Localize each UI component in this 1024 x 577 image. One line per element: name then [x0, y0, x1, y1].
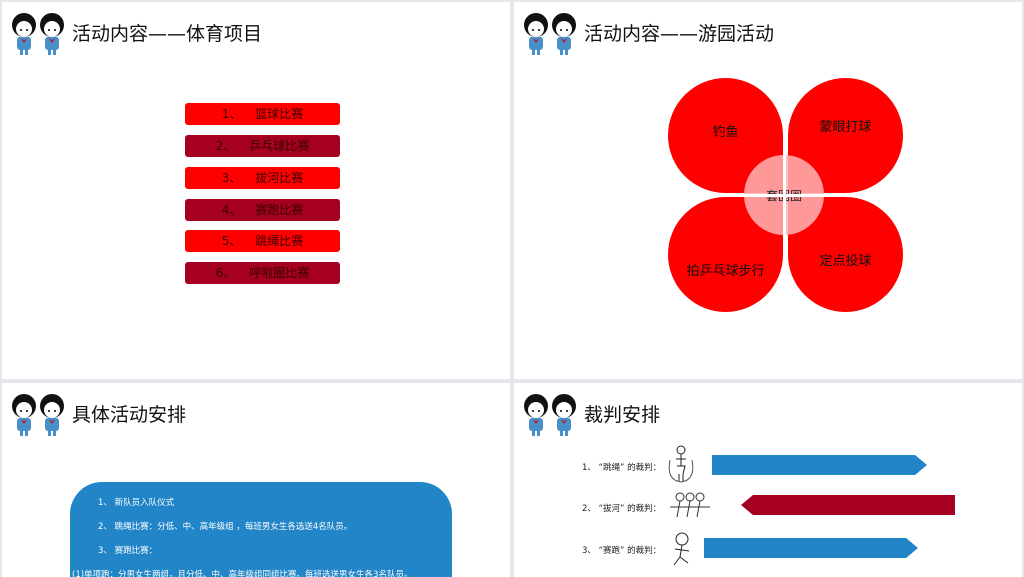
runner-figure-icon: [673, 532, 690, 566]
petal-fishing: 钓鱼: [668, 78, 783, 193]
judge-label: 3、 “赛跑” 的裁判：: [582, 546, 662, 556]
slide-title: 具体活动安排: [72, 404, 187, 426]
sport-item[interactable]: 6、 呼啦圈比赛: [185, 262, 340, 284]
judge-label: 1、 “跳绳” 的裁判：: [582, 463, 662, 473]
mascot-kids-icon: [523, 12, 577, 56]
tug-of-war-figure-icon: [670, 492, 710, 518]
schedule-line: 1、 新队员入队仪式: [98, 498, 175, 508]
referee-arrow-left: [741, 495, 955, 515]
slide-title: 裁判安排: [584, 404, 661, 426]
sport-item[interactable]: 5、 跳绳比赛: [185, 230, 340, 252]
judge-label: 2、 “拔河” 的裁判：: [582, 504, 662, 514]
sport-item[interactable]: 4、 赛跑比赛: [185, 199, 340, 221]
divider: [783, 74, 786, 319]
petal-label: 定点投球: [819, 254, 872, 269]
referee-arrow-right: [712, 455, 927, 475]
slide-schedule: 具体活动安排 1、 新队员入队仪式 2、 跳绳比赛：分低、中、高年级组 ，每班男…: [2, 383, 510, 577]
slide-referees: 裁判安排 1、 “跳绳” 的裁判： 2、 “拔河” 的裁判： 3、 “赛跑” 的…: [514, 383, 1022, 577]
mascot-kids-icon: [11, 393, 65, 437]
slide-sports: 活动内容——体育项目 1、 篮球比赛 2、 乒乓球比赛 3、 拔河比赛 4、 赛…: [2, 2, 510, 379]
mascot-kids-icon: [523, 393, 577, 437]
slide-garden: 活动内容——游园活动 钓鱼 蒙眼打球 拍乒乓球步行 定点投球 套圈圈: [514, 2, 1022, 379]
jump-rope-figure-icon: [668, 445, 694, 483]
sport-item[interactable]: 2、 乒乓球比赛: [185, 135, 340, 157]
schedule-line: 3、 赛跑比赛：: [98, 546, 158, 556]
petal-pingpong-walk: 拍乒乓球步行: [668, 197, 783, 312]
petal-label: 钓鱼: [712, 125, 739, 140]
slide-title: 活动内容——游园活动: [584, 23, 775, 45]
petal-label: 蒙眼打球: [819, 120, 872, 135]
slide-title: 活动内容——体育项目: [72, 23, 263, 45]
mascot-kids-icon: [11, 12, 65, 56]
sport-item[interactable]: 3、 拔河比赛: [185, 167, 340, 189]
schedule-line: 2、 跳绳比赛：分低、中、高年级组 ，每班男女生各选送4名队员。: [98, 522, 353, 532]
schedule-box: 1、 新队员入队仪式 2、 跳绳比赛：分低、中、高年级组 ，每班男女生各选送4名…: [70, 482, 452, 577]
schedule-line: (1)单项跑：分男女生两组，且分低、中、高年级组同组比赛。每班选送男女生各3名队…: [72, 570, 413, 577]
divider: [664, 194, 909, 197]
sport-item[interactable]: 1、 篮球比赛: [185, 103, 340, 125]
petal-shooting: 定点投球: [788, 197, 903, 312]
referee-arrow-right: [704, 538, 918, 558]
petal-label: 拍乒乓球步行: [686, 264, 765, 279]
